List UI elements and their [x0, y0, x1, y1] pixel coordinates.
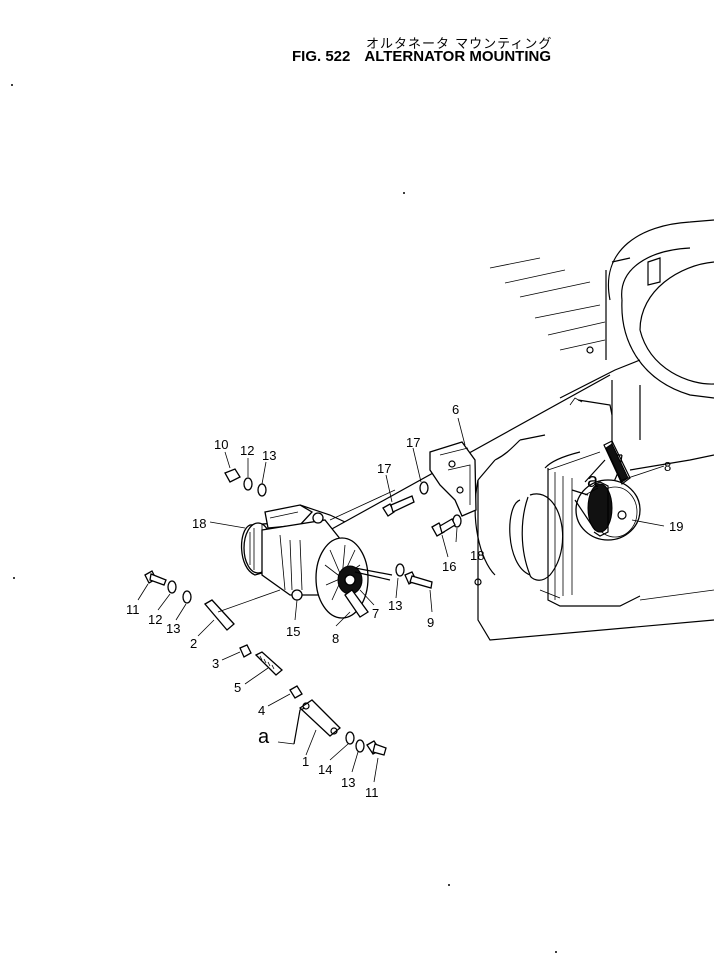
- callout-12-top: 12: [240, 443, 254, 458]
- callout-5: 5: [234, 680, 241, 695]
- callout-13-right: 13: [388, 598, 402, 613]
- callout-15: 16: [442, 559, 456, 574]
- japanese-title: オルタネータ マウンティング: [366, 37, 553, 52]
- callout-1: 1: [302, 754, 309, 769]
- callout-7: 7: [372, 606, 379, 621]
- callout-17-lower: 18: [470, 548, 484, 563]
- callout-14: 15: [286, 624, 300, 639]
- engine-block: [329, 219, 714, 641]
- crank-pulley: [571, 440, 641, 541]
- callout-13-bottom: 14: [318, 762, 332, 777]
- callout-13-left: 13: [166, 621, 180, 636]
- callout-a-link: a: [258, 726, 270, 748]
- callout-13-top: 13: [262, 448, 276, 463]
- callout-8-alt: 8: [332, 631, 339, 646]
- callout-2: 2: [190, 636, 197, 651]
- callout-8-belt: 8: [664, 459, 671, 474]
- washer-12-top: [243, 477, 253, 491]
- mounting-bracket: [429, 441, 477, 517]
- figure-title: FIG. 522 ALTERNATOR MOUNTING: [292, 48, 565, 65]
- callout-19: 19: [669, 519, 683, 534]
- leader-lines: [137, 417, 665, 783]
- figure-name: ALTERNATOR MOUNTING: [364, 48, 552, 65]
- callout-9: 9: [427, 615, 434, 630]
- callout-18: 18: [192, 516, 206, 531]
- callout-11-bottom: 11: [365, 785, 379, 800]
- callout-a-pulley: a: [587, 470, 599, 492]
- callout-4: 4: [258, 703, 265, 718]
- washer-13-top: [257, 483, 267, 497]
- callout-17-upper: 17: [406, 435, 420, 450]
- callout-11-left: 11: [126, 602, 140, 617]
- callout-3: 3: [212, 656, 219, 671]
- alternator: [240, 489, 396, 619]
- nut-10: [224, 468, 241, 483]
- callout-16: 17: [377, 461, 391, 476]
- callout-10: 10: [214, 437, 228, 452]
- callout-6: 6: [452, 402, 459, 417]
- callout-labels: 6 17 17 10 12 13 18 8 19 18 16 9 13 7 8 …: [126, 402, 683, 800]
- callout-12-left: 12: [148, 612, 162, 627]
- scan-specks: [11, 84, 557, 953]
- callout-12-bottom: 13: [341, 775, 355, 790]
- figure-number: FIG. 522: [292, 48, 351, 65]
- fasteners: [144, 468, 462, 756]
